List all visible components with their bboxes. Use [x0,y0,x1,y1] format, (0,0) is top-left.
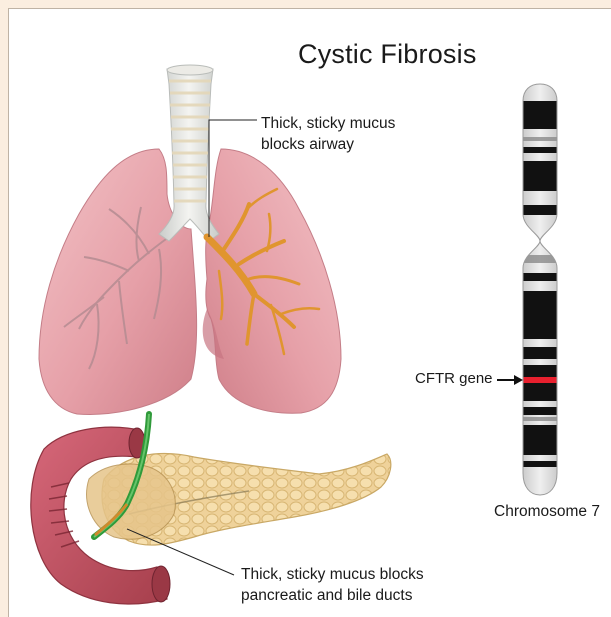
lung-callout-line2: blocks airway [261,134,395,155]
chromosome-7 [497,79,561,499]
cftr-arrow-head [514,375,523,385]
lung-callout-line1: Thick, sticky mucus [261,113,395,134]
left-lung [39,149,197,414]
diagram-title: Cystic Fibrosis [298,39,477,70]
duodenum-opening-bottom [152,566,170,602]
chromosome-label: Chromosome 7 [494,503,600,521]
pancreas-callout-line2: pancreatic and bile ducts [241,585,424,606]
right-lung [206,149,341,413]
cftr-gene-marker [519,377,561,383]
lung-callout: Thick, sticky mucus blocks airway [261,113,395,155]
pancreas-callout-line1: Thick, sticky mucus blocks [241,564,424,585]
diagram-frame: Cystic Fibrosis Thick, sticky mucus bloc… [8,8,611,617]
pancreas-callout: Thick, sticky mucus blocks pancreatic an… [241,564,424,606]
illustration-canvas [9,9,611,617]
cftr-gene-label: CFTR gene [415,370,493,387]
